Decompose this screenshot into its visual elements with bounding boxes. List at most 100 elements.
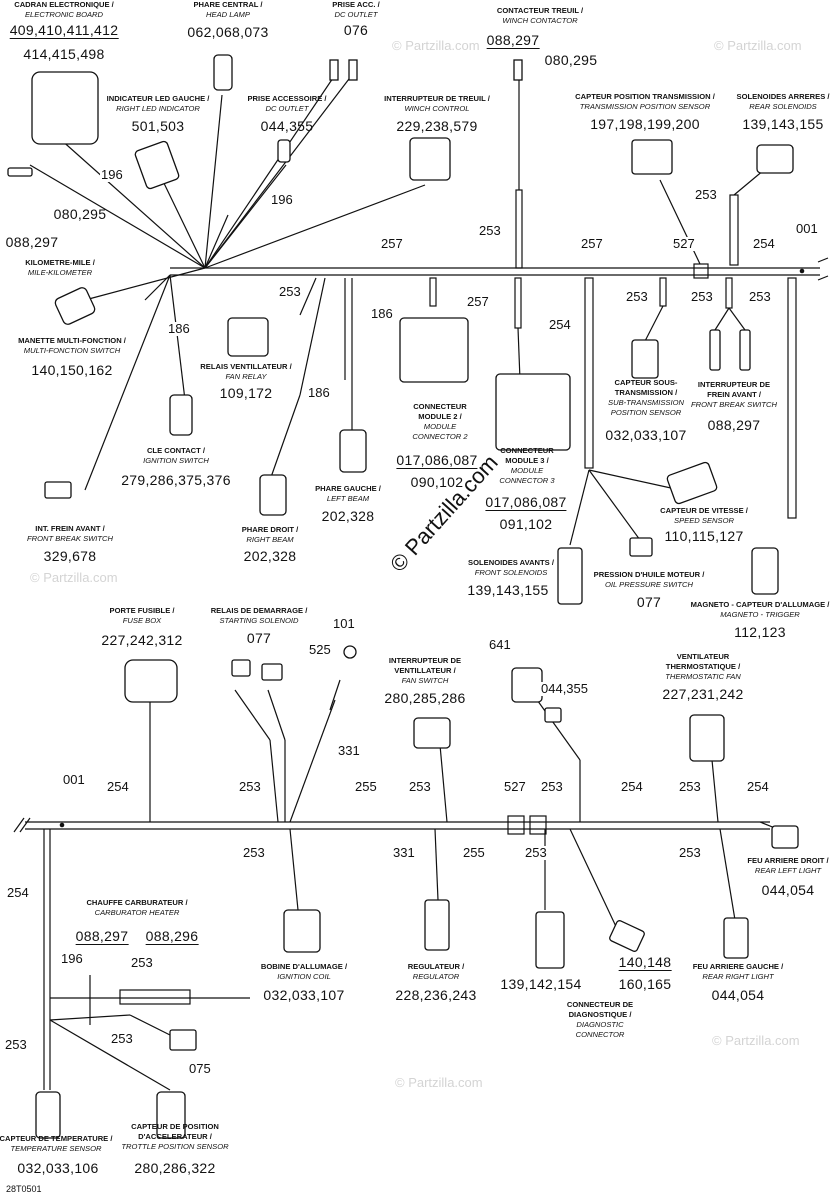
left-beam-refs: 202,328 [321,508,375,524]
rear-solenoids-refs: 139,143,155 [742,116,824,132]
right-beam-refs: 202,328 [243,548,297,564]
wire-label: 196 [270,192,294,207]
wire-label: 525 [308,642,332,657]
rear-left-light-label: FEU ARRIERE DROIT /REAR LEFT LIGHT [747,856,829,875]
bottom-connector-refs: 139,142,154 [500,976,582,992]
winch-contactor-refs: 088,297 [486,32,540,49]
front-solenoids-refs: 139,143,155 [467,582,549,598]
fan-switch-refs: 280,285,286 [384,690,466,706]
wire-label: 254 [620,779,644,794]
wire-label: 253 [540,779,564,794]
wire-label: 255 [354,779,378,794]
watermark: © Partzilla.com [30,570,118,585]
transmission-sensor-label: CAPTEUR POSITION TRANSMISSION /TRANSMISS… [575,92,715,111]
wire-label: 527 [672,236,696,251]
board-side-refs: 080,295 [53,206,107,222]
module3-refs: 017,086,087 [485,494,567,511]
rear-right-light-label: FEU ARRIERE GAUCHE /REAR RIGHT LIGHT [692,962,784,981]
wire-label: 253 [4,1037,28,1052]
wire-label: 253 [238,779,262,794]
fuse-box-refs: 227,242,312 [101,632,183,648]
sub-transmission-label: CAPTEUR SOUS-TRANSMISSION /SUB-TRANSMISS… [608,378,684,417]
ignition-switch-refs: 279,286,375,376 [121,472,231,488]
wire-label: 253 [408,779,432,794]
wire-label: 257 [380,236,404,251]
wire-label: 253 [678,845,702,860]
dc-outlet-label: PRISE ACCESSOIRE /DC OUTLET [247,94,327,113]
wire-label: 253 [242,845,266,860]
wire-label: 254 [746,779,770,794]
fan-relay-label: RELAIS VENTILLATEUR /FAN RELAY [200,362,292,381]
front-brake-switch-left-label: INT. FREIN AVANT /FRONT BREAK SWITCH [26,524,114,543]
transmission-sensor-refs: 197,198,199,200 [590,116,700,132]
ignition-coil-refs: 032,033,107 [263,987,345,1003]
wire-label: 253 [478,223,502,238]
wire-label: 257 [466,294,490,309]
wire-label: 001 [62,772,86,787]
module2-refs-2: 090,102 [410,474,464,490]
wire-label: 254 [106,779,130,794]
wire-label: 641 [488,637,512,652]
regulator-label: REGULATEUR /REGULATOR [407,962,465,981]
starting-solenoid-label: RELAIS DE DEMARRAGE /STARTING SOLENOID [210,606,308,625]
wire-label: 253 [694,187,718,202]
wire-label: 331 [392,845,416,860]
rear-solenoids-label: SOLENOIDES ARRERES /REAR SOLENOIDS [736,92,830,111]
speed-sensor-refs: 110,115,127 [664,528,744,544]
dc-outlet-refs: 044,355 [260,118,314,134]
electronic-board-label: CADRAN ELECTRONIQUE /ELECTRONIC BOARD [14,0,114,19]
rear-right-light-refs: 044,054 [711,987,765,1003]
multi-switch-refs: 140,150,162 [31,362,113,378]
rear-left-light-refs: 044,054 [761,882,815,898]
multi-switch-label: MANETTE MULTI-FONCTION /MULTI-FONCTION S… [18,336,126,355]
diagnostic-refs-2: 160,165 [618,976,672,992]
wire-label: 196 [60,951,84,966]
regulator-refs: 228,236,243 [395,987,477,1003]
wire-label: 001 [795,221,819,236]
speed-sensor-label: CAPTEUR DE VITESSE /SPEED SENSOR [660,506,748,525]
magneto-label: MAGNETO - CAPTEUR D'ALLUMAGE /MAGNETO - … [690,600,830,619]
wire-label: 527 [503,779,527,794]
thermostatic-fan-refs: 227,231,242 [662,686,744,702]
oil-pressure-refs: 077 [636,594,662,610]
wire-label: 101 [332,616,356,631]
wire-label: 257 [580,236,604,251]
right-led-label: INDICATEUR LED GAUCHE /RIGHT LED INDICAT… [106,94,210,113]
wire-label: 253 [130,955,154,970]
wire-label: 253 [524,845,548,860]
temp-sensor-label: CAPTEUR DE TEMPERATURE /TEMPERATURE SENS… [0,1134,113,1153]
front-brake-switch-left-refs: 329,678 [43,548,97,564]
module3-refs-2: 091,102 [499,516,553,532]
winch-control-refs: 229,238,579 [396,118,478,134]
wire-label: 253 [678,779,702,794]
watermark: © Partzilla.com [712,1033,800,1048]
wire-label: 186 [167,321,191,336]
carb-heater-refs: 088,297 [75,928,129,945]
wire-label: 044,355 [540,681,589,696]
wire-label: 254 [752,236,776,251]
ignition-switch-label: CLE CONTACT /IGNITION SWITCH [143,446,209,465]
head-lamp-label: PHARE CENTRAL /HEAD LAMP [193,0,263,19]
wire-label: 253 [278,284,302,299]
wire-label: 196 [100,167,124,182]
front-brake-switch-right-refs: 088,297 [707,417,761,433]
mile-km-label: KILOMETRE-MILE /MILE-KILOMETER [25,258,95,277]
electronic-board-refs: 409,410,411,412 [9,22,119,39]
fuse-box-label: PORTE FUSIBLE /FUSE BOX [109,606,175,625]
winch-contactor-refs-2: 080,295 [544,52,598,68]
wire-label: 253 [625,289,649,304]
wire-label: 186 [307,385,331,400]
wire-label: 186 [370,306,394,321]
diagnostic-refs: 140,148 [618,954,672,971]
drawing-code: 28T0501 [6,1184,42,1194]
carb-heater-label: CHAUFFE CARBURATEUR /CARBURATOR HEATER [86,898,188,917]
module2-refs: 017,086,087 [396,452,478,469]
winch-contactor-label: CONTACTEUR TREUIL /WINCH CONTACTOR [496,6,584,25]
